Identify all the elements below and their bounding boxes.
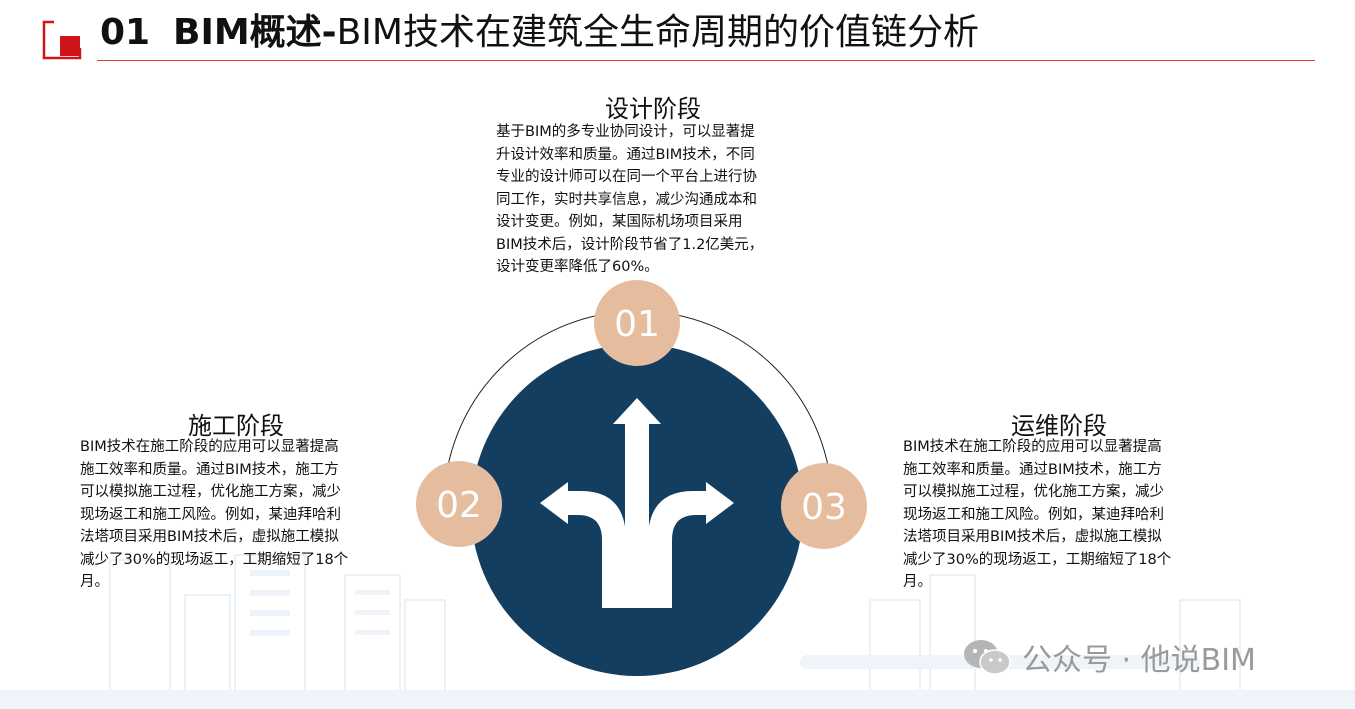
stage-2-badge (416, 461, 502, 547)
text-line: 升设计效率和质量。通过BIM技术，不同 (496, 146, 755, 163)
text-line: 设计变更。例如，某国际机场项目采用 (496, 214, 743, 230)
text-line: 可以模拟施工过程，优化施工方案，减少 (80, 484, 341, 500)
stage-1-badge (594, 280, 680, 366)
text-line: 同工作，实时共享信息，减少沟通成本和 (496, 191, 757, 208)
text-line: 减少了30%的现场返工，工期缩短了18个 (80, 551, 349, 568)
page-title: 01 BIM概述-BIM技术在建筑全生命周期的价值链分析 (100, 6, 979, 60)
text-line: 施工效率和质量。通过BIM技术，施工方 (80, 461, 339, 478)
title-square-icon (42, 20, 82, 60)
stage-1-description: 基于BIM的多专业协同设计，可以显著提 升设计效率和质量。通过BIM技术，不同 … (496, 121, 816, 279)
text-line: BIM技术在施工阶段的应用可以显著提高 (903, 439, 1162, 455)
title-bold: BIM概述- (173, 12, 337, 53)
watermark-text: 公众号 · 他说BIM (1022, 643, 1256, 678)
text-line: 现场返工和施工风险。例如，某迪拜哈利 (80, 506, 341, 523)
stage-3-number: 03 (801, 487, 847, 528)
title-rest: BIM技术在建筑全生命周期的价值链分析 (336, 12, 979, 53)
stage-3-description: BIM技术在施工阶段的应用可以显著提高 施工效率和质量。通过BIM技术，施工方 … (903, 436, 1223, 594)
text-line: 基于BIM的多专业协同设计，可以显著提 (496, 124, 755, 140)
direction-arrows-icon (540, 398, 734, 608)
title-underline (97, 60, 1315, 61)
text-line: 法塔项目采用BIM技术后，虚拟施工模拟 (80, 529, 339, 545)
stage-1-title: 设计阶段 (605, 95, 701, 123)
text-line: BIM技术在施工阶段的应用可以显著提高 (80, 439, 339, 455)
text-line: 专业的设计师可以在同一个平台上进行协 (496, 169, 757, 185)
text-line: 月。 (903, 574, 932, 590)
text-line: BIM技术后，设计阶段节省了1.2亿美元， (496, 236, 764, 253)
stage-3-badge (781, 463, 867, 549)
stage-3-title: 运维阶段 (1011, 412, 1107, 440)
watermark: 公众号 · 他说BIM (962, 637, 1256, 678)
text-line: 法塔项目采用BIM技术后，虚拟施工模拟 (903, 529, 1162, 545)
text-line: 减少了30%的现场返工，工期缩短了18个 (903, 551, 1172, 568)
stage-2-description: BIM技术在施工阶段的应用可以显著提高 施工效率和质量。通过BIM技术，施工方 … (80, 436, 400, 594)
stage-1-number: 01 (614, 304, 660, 345)
title-number: 01 (100, 12, 151, 53)
text-line: 设计变更率降低了60%。 (496, 259, 659, 275)
text-line: 现场返工和施工风险。例如，某迪拜哈利 (903, 506, 1164, 523)
stage-2-title: 施工阶段 (188, 412, 284, 440)
wechat-icon (964, 640, 1011, 675)
stage-2-number: 02 (436, 485, 482, 526)
text-line: 月。 (80, 574, 109, 590)
text-line: 可以模拟施工过程，优化施工方案，减少 (903, 484, 1164, 500)
text-line: 施工效率和质量。通过BIM技术，施工方 (903, 461, 1162, 478)
